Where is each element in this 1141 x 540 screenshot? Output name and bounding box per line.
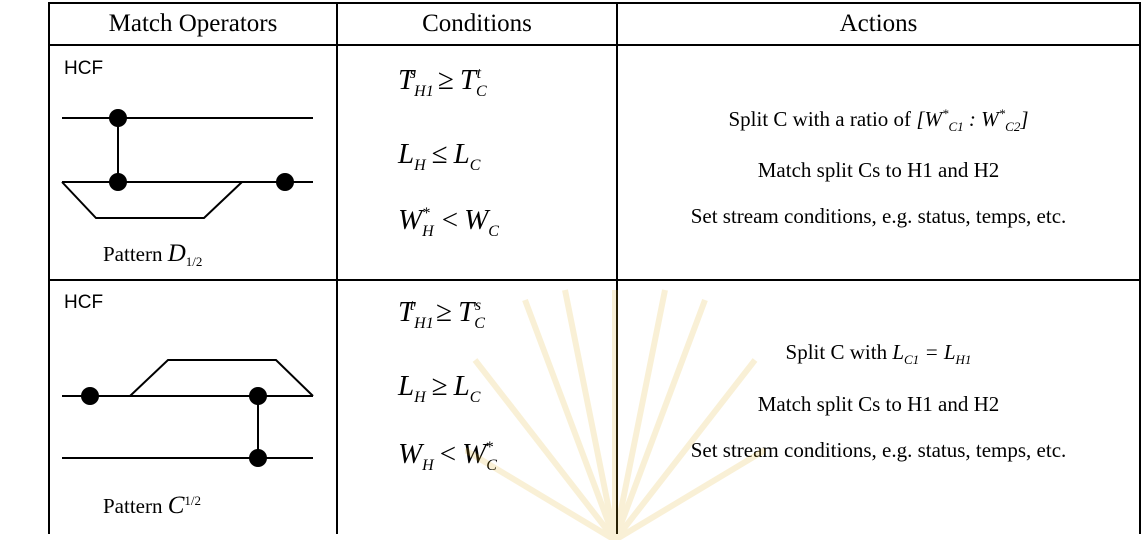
pattern-prefix: Pattern bbox=[103, 494, 163, 518]
exchanger-node bbox=[109, 173, 127, 191]
action-split: Split C with a ratio of [W*C1 : W*C2] bbox=[728, 106, 1029, 135]
right-border bbox=[1139, 2, 1141, 534]
hcf-label: HCF bbox=[64, 292, 104, 313]
condition-3: WH<WC* bbox=[398, 438, 497, 474]
pattern-symbol: C bbox=[167, 492, 185, 519]
pattern-d-diagram bbox=[61, 109, 313, 219]
exchanger-node bbox=[249, 449, 267, 467]
hcf-label: HCF bbox=[64, 58, 104, 79]
pattern-label: Pattern C1/2 bbox=[103, 492, 201, 520]
header-actions: Actions bbox=[839, 10, 918, 37]
left-border bbox=[48, 2, 50, 534]
pattern-symbol: D bbox=[167, 240, 186, 267]
row-divider bbox=[48, 279, 1141, 281]
split-ratio: [W*C1 : W*C2] bbox=[916, 106, 1029, 135]
pattern-c-diagram bbox=[62, 359, 314, 467]
header-conditions: Conditions bbox=[422, 10, 532, 37]
action-match: Match split Cs to H1 and H2 bbox=[757, 392, 1000, 416]
exchanger-node bbox=[81, 387, 99, 405]
table-top-rule bbox=[48, 2, 1141, 4]
split-branch bbox=[61, 181, 243, 219]
header-rule bbox=[48, 44, 1141, 46]
condition-2: LH≤LC bbox=[398, 138, 481, 174]
action-split: Split C with LC1 = LH1 bbox=[785, 340, 972, 368]
pattern-prefix: Pattern bbox=[103, 242, 163, 266]
action-set-conditions: Set stream conditions, e.g. status, temp… bbox=[690, 204, 1067, 228]
exchanger-node bbox=[276, 173, 294, 191]
pattern-superscript: 1/2 bbox=[184, 493, 202, 508]
exchanger-node bbox=[109, 109, 127, 127]
action-set-conditions: Set stream conditions, e.g. status, temp… bbox=[690, 438, 1067, 462]
condition-3: WH*<WC bbox=[398, 204, 499, 240]
pattern-subscript: 1/2 bbox=[185, 254, 203, 270]
split-branch bbox=[129, 359, 314, 397]
condition-2: LH≥LC bbox=[398, 370, 481, 406]
col-divider-1 bbox=[336, 2, 338, 534]
pattern-label: Pattern D1/2 bbox=[103, 240, 202, 270]
exchanger-node bbox=[249, 387, 267, 405]
action-match: Match split Cs to H1 and H2 bbox=[757, 158, 1000, 182]
header-match-operators: Match Operators bbox=[108, 10, 278, 37]
split-length: LC1 = LH1 bbox=[892, 340, 972, 368]
condition-1: TH1s≥TCt bbox=[398, 64, 487, 100]
col-divider-2 bbox=[616, 2, 618, 534]
condition-1: TH1t≥TCs bbox=[398, 296, 485, 332]
